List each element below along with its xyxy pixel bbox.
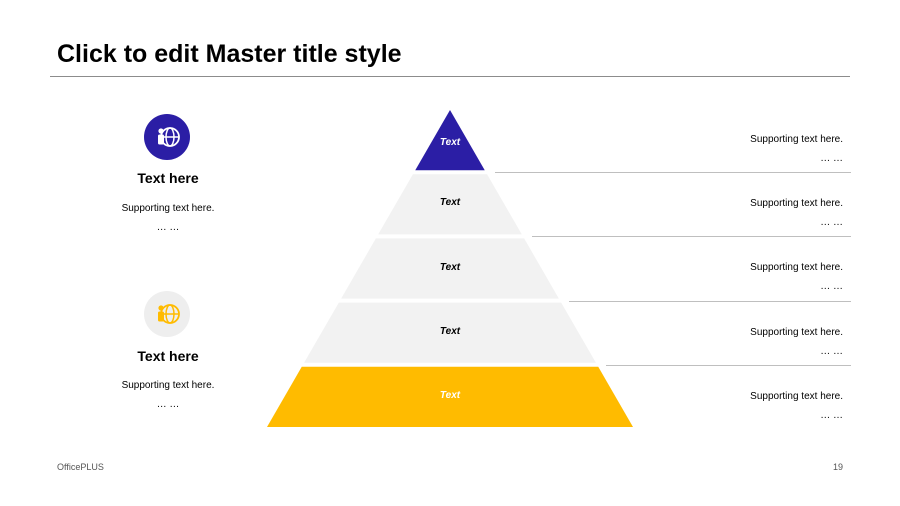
right-support-3[interactable]: Supporting text here.… … bbox=[750, 262, 843, 293]
footer-brand: OfficePLUS bbox=[57, 462, 104, 472]
pyramid-tier-3[interactable] bbox=[341, 238, 559, 299]
title-divider bbox=[50, 76, 850, 77]
pyramid-tier-4[interactable] bbox=[304, 302, 596, 363]
left-support-2[interactable]: Supporting text here. … … bbox=[121, 380, 215, 410]
left-support-1[interactable]: Supporting text here. … … bbox=[121, 203, 215, 233]
left-icon-badge-1 bbox=[144, 114, 190, 160]
left-icon-badge-2 bbox=[144, 291, 190, 337]
slide-title[interactable]: Click to edit Master title style bbox=[57, 40, 402, 68]
left-heading-1[interactable]: Text here bbox=[137, 170, 199, 186]
right-support-4[interactable]: Supporting text here.… … bbox=[750, 326, 843, 357]
right-support-2[interactable]: Supporting text here.… … bbox=[750, 198, 843, 229]
right-divider-3 bbox=[568, 300, 851, 302]
pyramid-tier-label-3[interactable]: Text bbox=[439, 261, 461, 273]
right-support-5[interactable]: Supporting text here.… … bbox=[750, 390, 843, 421]
right-divider-4 bbox=[605, 364, 851, 366]
right-divider-2 bbox=[531, 236, 851, 238]
pyramid-tier-2[interactable] bbox=[378, 174, 522, 235]
pyramid-tier-label-1[interactable]: Text bbox=[439, 137, 461, 149]
right-divider-1 bbox=[494, 172, 851, 174]
globe-person-icon bbox=[158, 127, 180, 147]
pyramid-tier-5[interactable] bbox=[267, 366, 633, 427]
pyramid-tier-label-5[interactable]: Text bbox=[439, 389, 461, 401]
pyramid-tier-1[interactable] bbox=[415, 110, 485, 171]
globe-person-icon bbox=[158, 304, 180, 324]
pyramid-tier-label-4[interactable]: Text bbox=[439, 325, 461, 337]
page-number: 19 bbox=[832, 462, 843, 472]
left-heading-2[interactable]: Text here bbox=[137, 348, 199, 364]
right-support-1[interactable]: Supporting text here.… … bbox=[750, 134, 843, 164]
pyramid-tier-label-2[interactable]: Text bbox=[439, 197, 461, 209]
